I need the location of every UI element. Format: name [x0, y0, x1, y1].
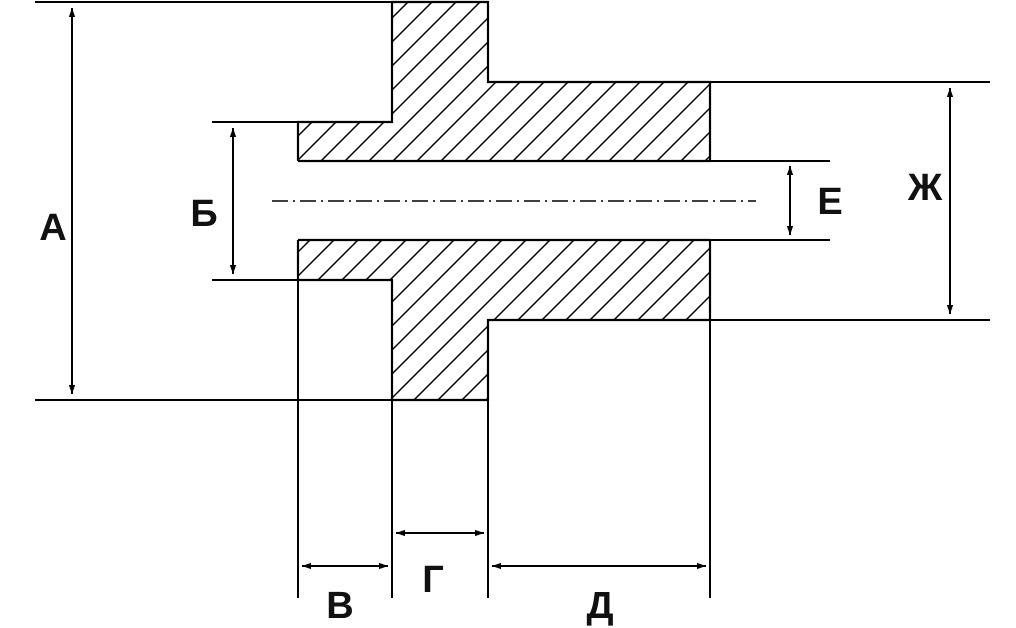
dimension-label-d: Д: [586, 585, 613, 627]
dimension-label-v: В: [326, 585, 353, 627]
dimension-label-zh: Ж: [907, 167, 943, 209]
dimension-label-b: Б: [190, 193, 217, 235]
dimension-label-a: А: [39, 207, 66, 249]
extension-lines: [35, 1, 990, 598]
part-outline-bottom: [296, 240, 712, 402]
part-outline-top: [296, 0, 712, 161]
dimension-label-g: Г: [422, 559, 444, 601]
dimension-label-e: Е: [817, 181, 842, 223]
